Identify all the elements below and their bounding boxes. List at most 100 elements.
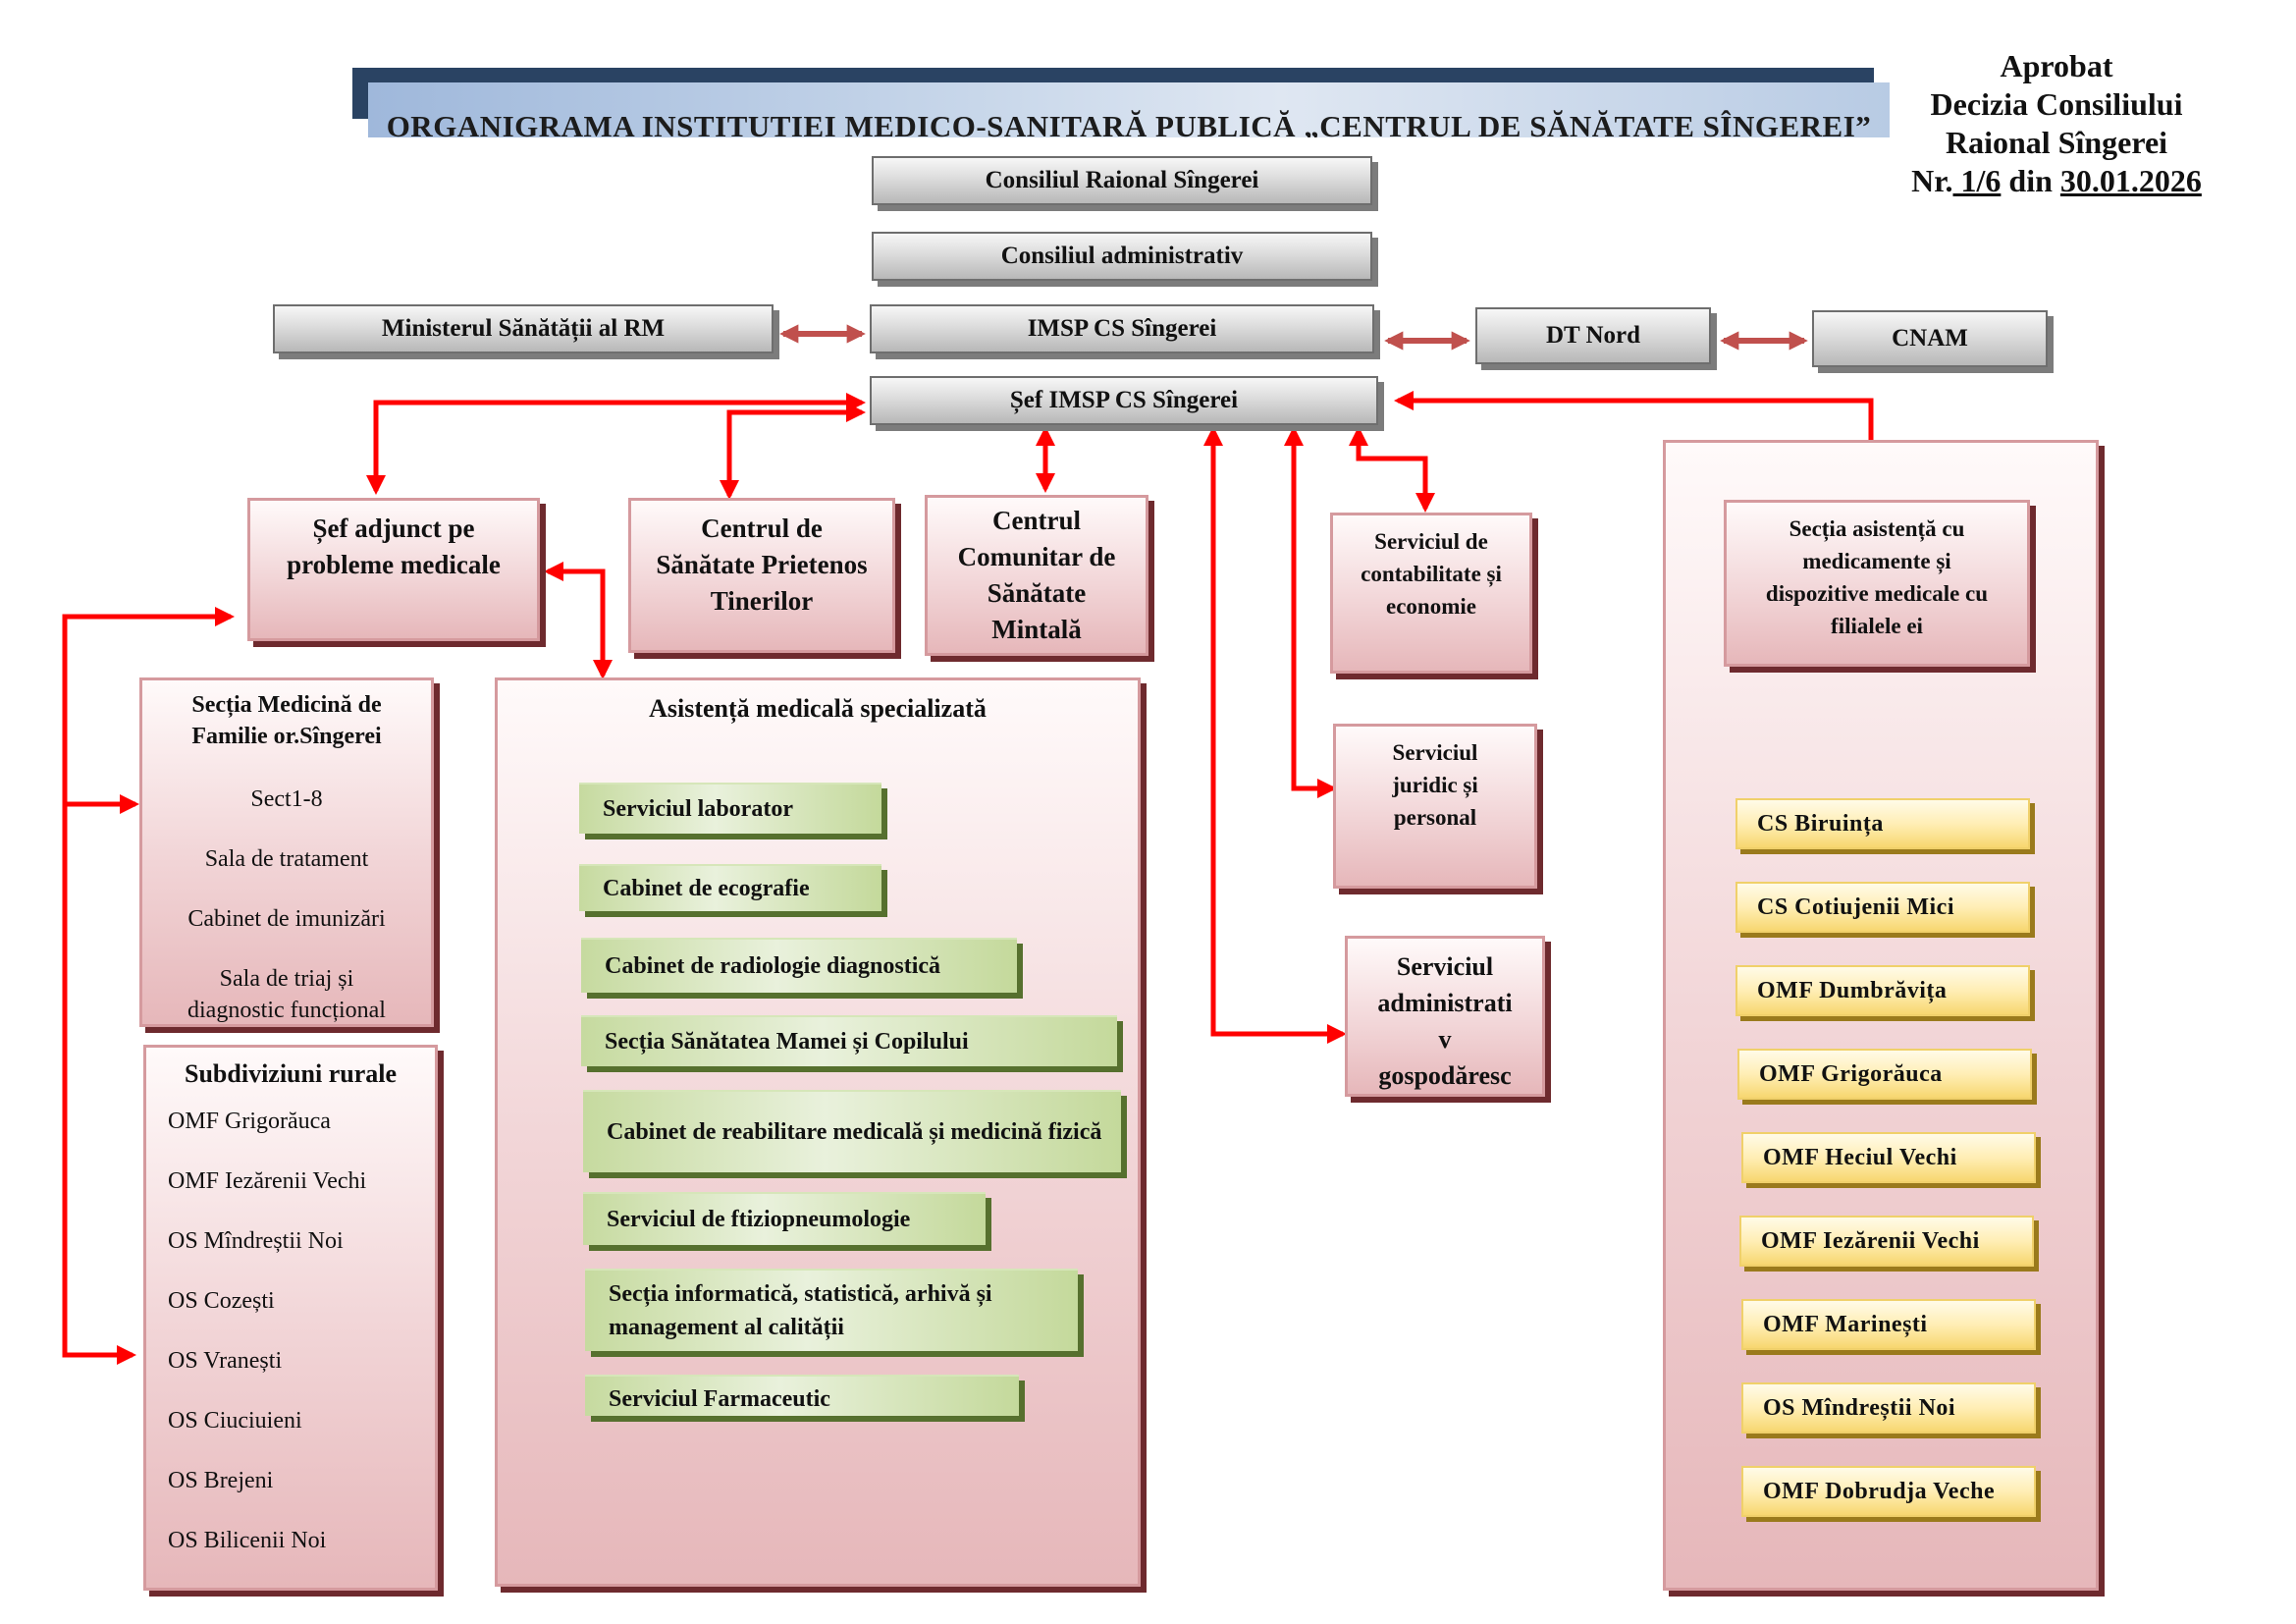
- filiala-item[interactable]: CS Cotiujenii Mici: [1735, 882, 2030, 933]
- centrul-mintala-box[interactable]: Centrul Comunitar de Sănătate Mintală: [925, 495, 1148, 656]
- filiala-item[interactable]: OMF Grigorăuca: [1737, 1049, 2032, 1100]
- specializata-item[interactable]: Cabinet de reabilitare medicală și medic…: [583, 1090, 1121, 1172]
- box-line: Tinerilor: [710, 586, 814, 616]
- box-line: Serviciul de: [1374, 529, 1488, 554]
- imsp-box[interactable]: IMSP CS Sîngerei: [870, 304, 1374, 353]
- medicina-familie-box[interactable]: Secția Medicină de Familie or.Sîngerei S…: [139, 677, 434, 1027]
- specializata-item-label: Secția informatică, statistică, arhivă ș…: [609, 1281, 992, 1340]
- box-line: Șef adjunct pe: [312, 514, 475, 543]
- box-line: Serviciul: [1392, 740, 1478, 765]
- medicina-familie-item: Sala de triaj și: [219, 966, 354, 992]
- specializata-item-label: Secția Sănătatea Mamei și Copilului: [605, 1029, 969, 1055]
- filiala-item[interactable]: OMF Iezărenii Vechi: [1739, 1216, 2034, 1267]
- box-label: Ministerul Sănătății al RM: [381, 315, 666, 342]
- box-label: DT Nord: [1545, 322, 1641, 349]
- rural-item: OS Brejeni: [168, 1468, 274, 1493]
- specializata-item[interactable]: Cabinet de radiologie diagnostică: [581, 938, 1017, 993]
- specializata-item[interactable]: Serviciul de ftiziopneumologie: [583, 1192, 986, 1245]
- approval-block: Aprobat Decizia Consiliului Raional Sîng…: [1865, 47, 2248, 200]
- box-label: IMSP CS Sîngerei: [1027, 315, 1217, 342]
- box-line: v: [1438, 1025, 1452, 1054]
- specializata-item-label: Cabinet de reabilitare medicală și medic…: [607, 1119, 1102, 1145]
- filiala-label: OMF Marinești: [1763, 1311, 1928, 1337]
- box-line: economie: [1386, 594, 1476, 619]
- connector-sef-contabilitate: [1349, 426, 1435, 513]
- rural-item: OS Cozești: [168, 1288, 275, 1314]
- specializata-item[interactable]: Cabinet de ecografie: [579, 864, 881, 911]
- box-line: Serviciul: [1396, 952, 1494, 981]
- box-line: personal: [1393, 805, 1477, 830]
- filiala-item[interactable]: OMF Dobrudja Veche: [1741, 1466, 2036, 1517]
- box-line: probleme medicale: [287, 550, 501, 579]
- box-line: Comunitar de: [957, 542, 1116, 571]
- medicina-familie-heading: Secția Medicină de: [191, 692, 382, 718]
- box-line: juridic și: [1392, 773, 1478, 797]
- filiala-label: CS Cotiujenii Mici: [1757, 893, 1954, 920]
- filiala-label: OS Mîndreștii Noi: [1763, 1394, 1956, 1421]
- medicina-familie-item: Cabinet de imunizări: [187, 906, 386, 932]
- rural-item: OS Bilicenii Noi: [168, 1528, 327, 1553]
- juridic-box[interactable]: Serviciul juridic și personal: [1333, 724, 1537, 889]
- consiliul-administrativ-box[interactable]: Consiliul administrativ: [872, 232, 1372, 281]
- contabilitate-box[interactable]: Serviciul de contabilitate și economie: [1330, 513, 1532, 674]
- subdiviziuni-heading: Subdiviziuni rurale: [185, 1059, 397, 1088]
- specializata-item[interactable]: Secția Sănătatea Mamei și Copilului: [581, 1015, 1117, 1066]
- sectia-medicamente-box[interactable]: Secția asistență cu medicamente și dispo…: [1724, 500, 2030, 667]
- specializata-item[interactable]: Serviciul laborator: [579, 783, 881, 834]
- box-line: Centrul de: [701, 514, 823, 543]
- box-line: Secția asistență cu: [1789, 516, 1965, 541]
- rural-item: OMF Iezărenii Vechi: [168, 1168, 367, 1194]
- specializata-item-label: Serviciul laborator: [603, 796, 793, 822]
- specializata-item[interactable]: Secția informatică, statistică, arhivă ș…: [585, 1269, 1078, 1351]
- specializata-item[interactable]: Serviciul Farmaceutic: [585, 1375, 1019, 1416]
- box-line: medicamente și: [1802, 549, 1951, 573]
- box-line: Sănătate: [987, 578, 1087, 608]
- filiala-item[interactable]: CS Biruința: [1735, 798, 2030, 849]
- filiala-item[interactable]: OMF Heciul Vechi: [1741, 1132, 2036, 1183]
- specializata-item-label: Serviciul Farmaceutic: [609, 1386, 830, 1412]
- connector-sef-tineri: [720, 403, 866, 500]
- box-line: Centrul: [992, 506, 1081, 535]
- cnam-box[interactable]: CNAM: [1812, 310, 2048, 367]
- connector-adjunct-specializata: [544, 562, 613, 679]
- filiala-label: OMF Heciul Vechi: [1763, 1144, 1957, 1170]
- administrativ-box[interactable]: Serviciul administrati v gospodăresc: [1345, 936, 1545, 1097]
- rural-item: OS Vranești: [168, 1348, 283, 1374]
- filiala-label: CS Biruința: [1757, 810, 1884, 837]
- box-line: gospodăresc: [1378, 1061, 1512, 1090]
- decision-number: 1/6: [1952, 163, 2002, 198]
- filiala-label: OMF Dobrudja Veche: [1763, 1478, 1996, 1504]
- box-label: Consiliul Raional Sîngerei: [985, 167, 1259, 193]
- specializata-item-label: Serviciul de ftiziopneumologie: [607, 1207, 911, 1232]
- connector-sef-juridic: [1284, 426, 1337, 798]
- approval-line: Aprobat: [2000, 48, 2113, 83]
- box-line: contabilitate și: [1361, 562, 1502, 586]
- filiala-label: OMF Iezărenii Vechi: [1761, 1227, 1980, 1254]
- centrul-tineri-box[interactable]: Centrul de Sănătate Prietenos Tinerilor: [628, 498, 895, 653]
- ministerul-box[interactable]: Ministerul Sănătății al RM: [273, 304, 774, 353]
- page-title: ORGANIGRAMA INSTITUȚIEI MEDICO-SANITARĂ …: [386, 109, 1872, 137]
- connector-sef-administrativ: [1203, 426, 1347, 1044]
- rural-item: OMF Grigorăuca: [168, 1109, 331, 1134]
- box-label: CNAM: [1892, 325, 1968, 352]
- medicina-familie-item: diagnostic funcțional: [187, 998, 386, 1023]
- rural-item: OS Ciuciuieni: [168, 1408, 302, 1434]
- dt-nord-box[interactable]: DT Nord: [1475, 307, 1711, 364]
- box-line: Mintală: [991, 615, 1082, 644]
- filiala-label: OMF Dumbrăvița: [1757, 977, 1948, 1003]
- sef-imsp-box[interactable]: Șef IMSP CS Sîngerei: [870, 376, 1378, 425]
- consiliul-raional-box[interactable]: Consiliul Raional Sîngerei: [872, 156, 1372, 205]
- specializata-item-label: Cabinet de ecografie: [603, 876, 810, 901]
- specializata-item-label: Cabinet de radiologie diagnostică: [605, 953, 941, 979]
- sef-adjunct-box[interactable]: Șef adjunct pe probleme medicale: [247, 498, 540, 641]
- filiala-item[interactable]: OMF Marinești: [1741, 1299, 2036, 1350]
- connector-sef-adjunct: [366, 393, 866, 495]
- filiala-item[interactable]: OS Mîndreștii Noi: [1741, 1382, 2036, 1434]
- approval-line: Decizia Consiliului: [1930, 86, 2183, 122]
- filiala-item[interactable]: OMF Dumbrăvița: [1735, 965, 2030, 1016]
- din-label: din: [2001, 163, 2060, 198]
- filiala-label: OMF Grigorăuca: [1759, 1060, 1943, 1087]
- box-line: administrati: [1377, 989, 1513, 1017]
- decision-date: 30.01.2026: [2059, 163, 2202, 198]
